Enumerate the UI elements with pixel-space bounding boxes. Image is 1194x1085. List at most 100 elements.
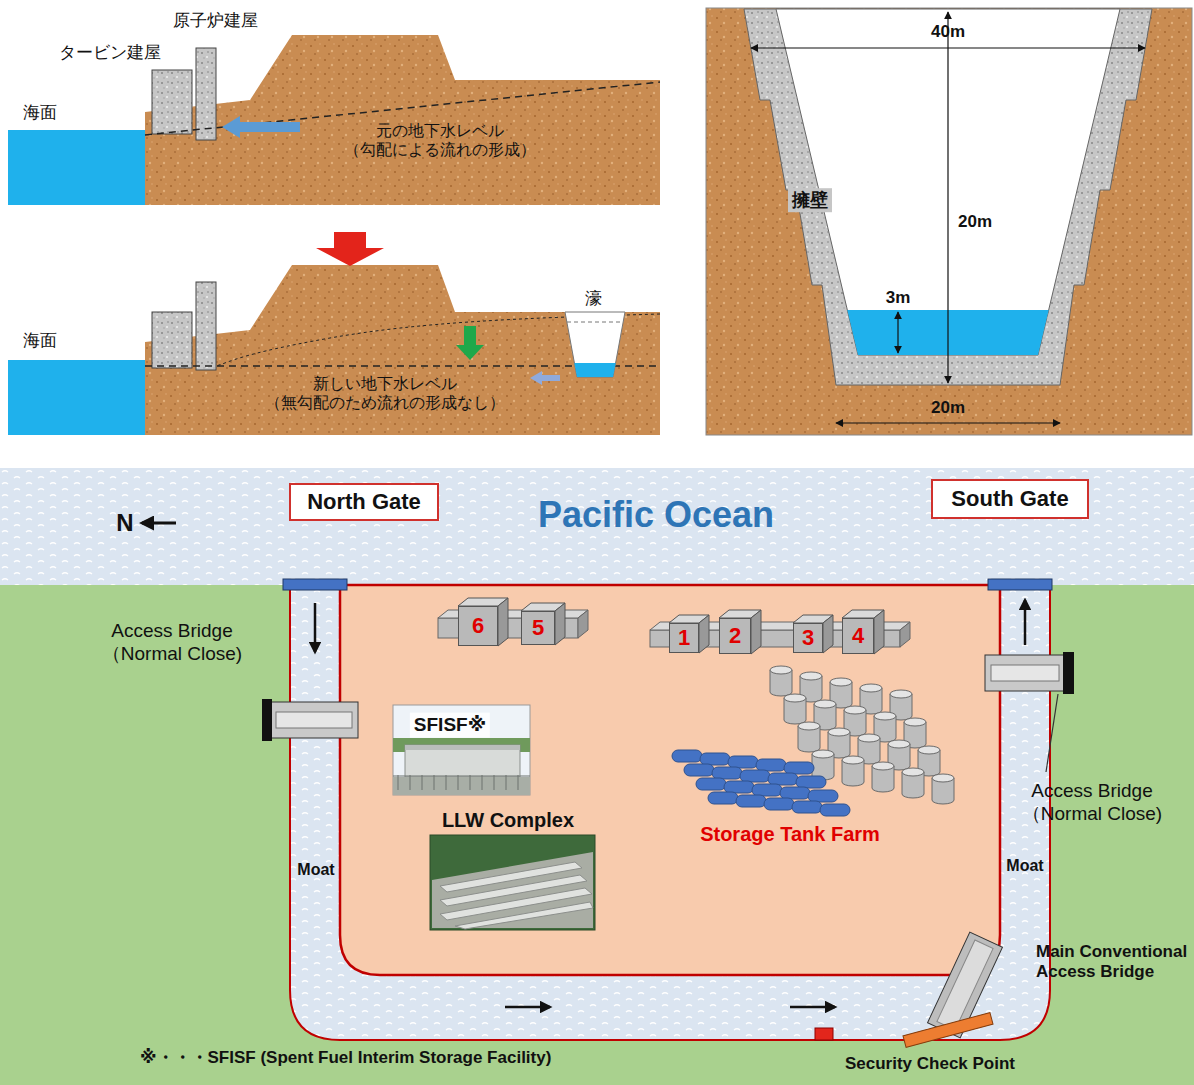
plant-building xyxy=(196,282,216,370)
dimension-label-slot: 3m xyxy=(886,288,911,308)
ocean xyxy=(0,468,1194,585)
groundwater-label-slot: 新しい地下水レベル （無勾配のため流れの形成なし） xyxy=(245,374,525,412)
moat-label-slot: Moat xyxy=(1006,856,1043,875)
reactor-face xyxy=(555,603,565,645)
moat-section xyxy=(706,8,1192,435)
sea-label-slot: 海面 xyxy=(23,102,57,122)
moat-label: 濠 xyxy=(585,288,602,308)
groundwater-label: 元の地下水レベル （勾配による流れの形成） xyxy=(323,121,558,159)
access-bridge xyxy=(262,652,1074,741)
gate-bar xyxy=(283,579,347,590)
small-moat xyxy=(565,312,625,377)
reactor-building: 1 xyxy=(669,623,699,653)
moat-label-slot: 濠 xyxy=(585,288,602,308)
access-bridge xyxy=(1063,652,1074,694)
horizontal-tank xyxy=(700,753,730,765)
land xyxy=(0,585,1194,1085)
storage-tank xyxy=(770,666,954,804)
facility-label: Storage Tank Farm xyxy=(700,822,880,846)
wall-label-slot: 擁壁 xyxy=(788,188,832,212)
access-bridge xyxy=(262,699,272,741)
horizontal-tank xyxy=(712,767,742,779)
horizontal-tank xyxy=(764,798,794,810)
storage-tank xyxy=(784,694,806,724)
horizontal-tank xyxy=(820,804,850,816)
dimension-label-slot: 20m xyxy=(931,398,965,418)
bridge-label-slot: Access Bridge （Normal Close) xyxy=(1002,780,1182,826)
horizontal-tank xyxy=(736,795,766,807)
dimension-line xyxy=(897,312,898,353)
facility-label-slot: Storage Tank Farm xyxy=(700,822,880,846)
land xyxy=(0,585,1194,1085)
reactor-face xyxy=(498,598,508,646)
horizontal-tank xyxy=(780,787,810,799)
moat-section xyxy=(744,9,1152,385)
north-arrow xyxy=(142,523,176,524)
building-label: 原子炉建屋 xyxy=(173,10,258,30)
horizontal-tank xyxy=(724,781,754,793)
horizontal-tank xyxy=(696,778,726,790)
dimension-line xyxy=(836,422,1060,423)
plant-building xyxy=(196,48,216,140)
gate-bar xyxy=(283,579,1052,590)
horizontal-tank xyxy=(792,801,822,813)
flow-arrow xyxy=(456,326,484,360)
facility-label-slot: SFISF※ xyxy=(410,713,490,738)
gate-name: North Gate xyxy=(307,490,421,514)
site-area xyxy=(340,585,1000,975)
horizontal-tank xyxy=(784,762,814,774)
sea-label: 海面 xyxy=(23,330,57,350)
gate-box: South Gate xyxy=(931,479,1089,519)
bridge-label: Main Conventional Access Bridge xyxy=(1036,942,1188,983)
ground xyxy=(145,35,660,205)
sfisf-photo xyxy=(393,738,530,752)
reactor-building: 5 xyxy=(521,611,555,645)
main-access-bridge xyxy=(903,932,1002,1047)
horizontal-tank xyxy=(808,790,838,802)
flow-direction-arrow xyxy=(1024,600,1027,645)
plant-building xyxy=(152,70,192,134)
flow-arrow xyxy=(530,371,560,385)
flow-direction-arrow xyxy=(315,600,1025,1007)
reactor-building: 2 xyxy=(719,618,751,654)
storage-tank xyxy=(902,768,924,798)
dimension-label: 40m xyxy=(931,22,965,42)
sea-label-slot: 海面 xyxy=(23,330,57,350)
reactor-face xyxy=(823,615,833,653)
horizontal-tank xyxy=(768,773,798,785)
access-bridge xyxy=(985,655,1065,691)
checkpoint-label-slot: Security Check Point xyxy=(845,1054,1015,1074)
reactor-wing xyxy=(900,622,910,647)
gate-name: South Gate xyxy=(951,487,1068,511)
llw-photo xyxy=(430,835,595,930)
moat-label: Moat xyxy=(297,860,334,879)
bridge-label-slot: Main Conventional Access Bridge xyxy=(1036,942,1188,983)
small-moat xyxy=(567,322,623,323)
footnote: ※・・・SFISF (Spent Fuel Interim Storage Fa… xyxy=(140,1048,551,1068)
sea xyxy=(8,130,145,435)
sea xyxy=(8,360,145,435)
site-area xyxy=(340,585,1000,975)
groundwater-label: 新しい地下水レベル （無勾配のため流れの形成なし） xyxy=(245,374,525,412)
checkpoint-label: Security Check Point xyxy=(845,1054,1015,1074)
moat-label-slot: Moat xyxy=(297,860,334,879)
building-label-slot: 原子炉建屋 xyxy=(173,10,258,30)
reactor-face xyxy=(874,610,884,654)
sfisf-photo xyxy=(393,777,530,795)
unit-number: 5 xyxy=(532,616,544,640)
facility-label: LLW Complex xyxy=(442,808,574,832)
horizontal-tank xyxy=(672,750,702,762)
access-bridge xyxy=(276,712,352,728)
access-bridge xyxy=(991,665,1059,681)
reactor-building: 3 xyxy=(793,623,823,653)
moat-section xyxy=(706,8,1192,435)
sfisf-photo xyxy=(405,745,520,777)
leader-line xyxy=(1046,694,1058,772)
building-label-slot: タービン建屋 xyxy=(59,42,161,62)
bridge-label-slot: Access Bridge （Normal Close) xyxy=(82,620,262,666)
dimension-line xyxy=(947,12,948,383)
gate-box: North Gate xyxy=(289,483,439,521)
plant-building xyxy=(152,312,192,368)
